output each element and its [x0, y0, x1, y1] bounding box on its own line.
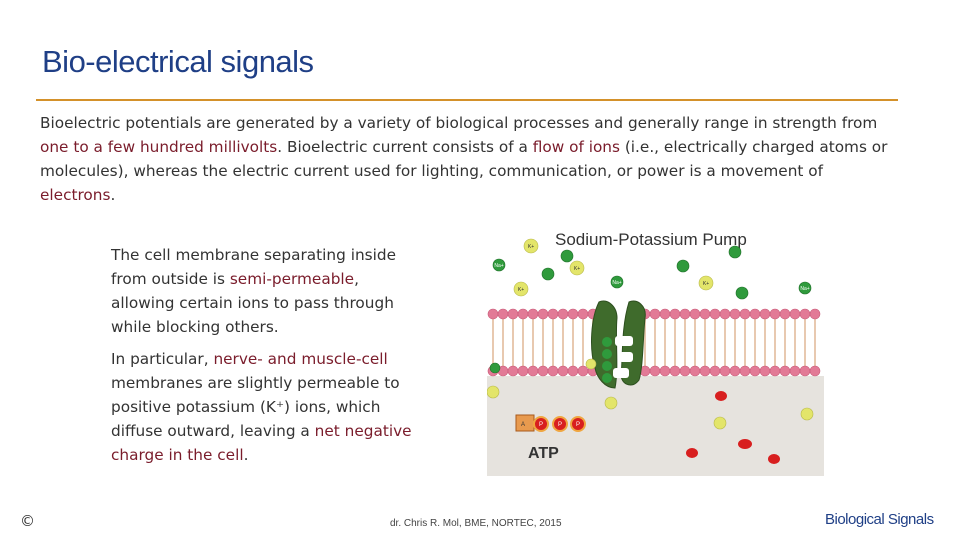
highlight-millivolts: one to a few hundred millivolts	[40, 138, 278, 156]
section-label: Biological Signals	[825, 511, 934, 528]
sodium-potassium-pump-figure: Sodium-Potassium Pump K+ K+ K+ K+ Na+ Na…	[487, 218, 824, 476]
side-text: In particular,	[111, 350, 214, 368]
charge-dots-inside	[686, 391, 780, 464]
side-text: , allowing certain ions to pass through …	[111, 270, 394, 336]
membrane-paragraph: The cell membrane separating inside from…	[111, 243, 416, 339]
na-ion-label: Na+	[800, 286, 809, 292]
slide-title: Bio-electrical signals	[42, 44, 314, 79]
adenosine-label: A	[521, 422, 525, 428]
highlight-flow-of-ions: flow of ions	[532, 138, 620, 156]
phosphate-label: P	[539, 422, 543, 428]
intro-text: Bioelectric potentials are generated by …	[40, 114, 878, 132]
sodium-ions-outside	[489, 245, 812, 374]
na-ion-label: Na+	[494, 263, 503, 269]
atp-label: ATP	[528, 445, 559, 462]
intro-text: (i.e., electrically charged atoms or mol…	[40, 138, 888, 180]
phosphate-label: P	[558, 422, 562, 428]
side-text: membranes are slightly permeable to posi…	[111, 374, 400, 440]
highlight-net-negative-charge: net negative charge in the cell	[111, 422, 412, 464]
side-text: .	[243, 446, 249, 464]
phosphate-label: P	[576, 422, 580, 428]
pump-binding-sites	[613, 336, 633, 378]
intro-text: . Bioelectric current consists of a	[277, 138, 533, 156]
potassium-paragraph: In particular, nerve- and muscle-cell me…	[111, 347, 416, 467]
highlight-electrons: electrons	[40, 186, 111, 204]
copyright-symbol: ©	[20, 512, 35, 530]
ion-labels: K+ K+ K+ K+ Na+ Na+ Na+	[494, 244, 809, 293]
na-ion-label: Na+	[612, 280, 621, 286]
highlight-semi-permeable: semi-permeable	[229, 270, 355, 288]
k-ion-label: K+	[574, 266, 580, 272]
side-text: The cell membrane separating inside from…	[111, 246, 396, 288]
k-ion-label: K+	[703, 281, 709, 287]
intro-text: .	[110, 186, 116, 204]
atp-molecule: A P P P	[515, 414, 586, 432]
k-ion-label: K+	[518, 287, 524, 293]
intro-paragraph: Bioelectric potentials are generated by …	[40, 111, 900, 207]
sodium-ions-in-pump	[602, 337, 612, 383]
figure-title: Sodium-Potassium Pump	[555, 230, 747, 249]
membrane-tails	[492, 316, 816, 368]
highlight-nerve-muscle: nerve- and muscle-cell	[213, 350, 388, 368]
potassium-ions-outside	[487, 238, 814, 430]
author-credit: dr. Chris R. Mol, BME, NORTEC, 2015	[390, 518, 562, 529]
membrane-description: The cell membrane separating inside from…	[111, 243, 416, 475]
title-divider	[36, 99, 898, 101]
k-ion-label: K+	[528, 244, 534, 250]
